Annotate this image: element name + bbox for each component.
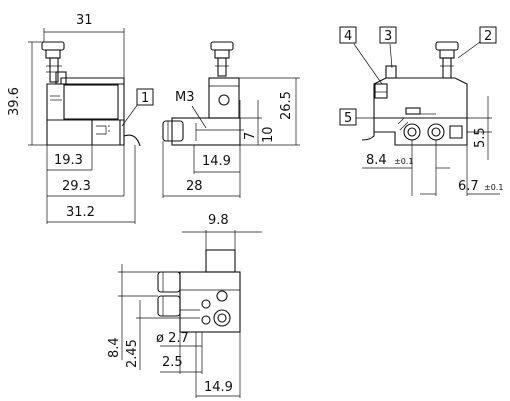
dim-28: 28: [186, 179, 203, 194]
dim-5-5: 5.5: [473, 127, 488, 148]
side-view: M3 26.5 10 7 14.9 28: [162, 41, 300, 198]
bottom-view: 9.8 8.4 2.45 ø 2.7 2.5 14.9: [107, 213, 262, 398]
dim-9-8: 9.8: [208, 213, 229, 228]
callout-3: 3: [384, 29, 392, 44]
tol-6-7: ±0.1: [484, 183, 503, 192]
callout-2: 2: [484, 29, 492, 44]
callout-4: 4: [344, 29, 352, 44]
dim-v-2-45: 2.45: [125, 339, 140, 368]
dim-31-2: 31.2: [66, 205, 95, 220]
dim-6-7: 6.7: [458, 179, 479, 194]
dim-7: 7: [243, 132, 258, 140]
dim-26-5: 26.5: [279, 91, 294, 120]
callout-5: 5: [344, 111, 352, 126]
dim-8-4: 8.4: [366, 153, 387, 168]
dim-19-3: 19.3: [54, 153, 83, 168]
thread-m3: M3: [175, 90, 195, 105]
tol-8-4: ±0.1: [394, 157, 413, 166]
callout-1: 1: [141, 91, 149, 106]
front-view: 31 39.6 19.3 29.3 31.2 1: [7, 13, 154, 224]
dim-29-3: 29.3: [62, 179, 91, 194]
dim-39-6: 39.6: [7, 87, 22, 116]
dim-2-5: 2.5: [162, 355, 183, 370]
dim-10: 10: [261, 126, 276, 143]
dim-v-8-4: 8.4: [107, 337, 122, 358]
dim-dia-2-7: ø 2.7: [156, 331, 189, 346]
end-view: 4 3 2 5 5.5 8.4 ±0.1 6.7 ±0.1: [339, 26, 503, 196]
dim-31: 31: [76, 13, 93, 28]
dim-14-9-bottom: 14.9: [204, 380, 233, 395]
dim-14-9: 14.9: [202, 154, 231, 169]
